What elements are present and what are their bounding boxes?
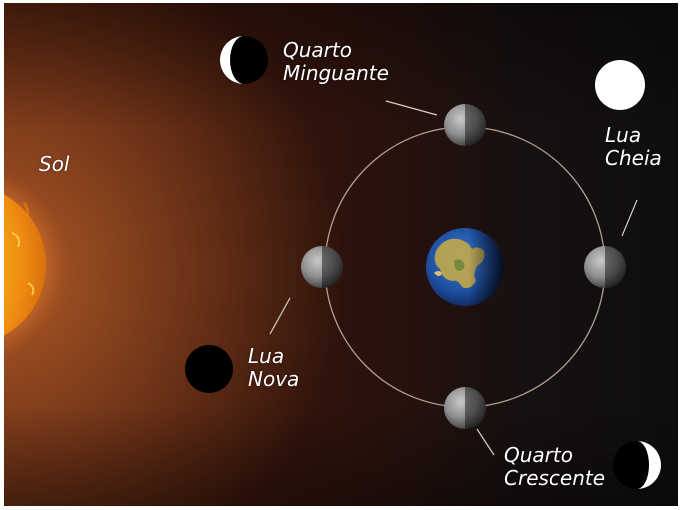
full-label-line2: Cheia (605, 146, 662, 170)
full-label-line1: Lua (605, 123, 642, 147)
waxing-quarter-icon (613, 441, 661, 489)
earth-icon (426, 228, 504, 306)
new-label-line1: Lua (248, 344, 285, 368)
waning-quarter-icon (220, 36, 268, 84)
full-moon-label: Lua Cheia (605, 124, 662, 170)
diagram-graphics (4, 36, 661, 489)
connector-waxing (476, 428, 495, 456)
new-label-line2: Nova (248, 367, 300, 391)
new-moon-icon (185, 345, 233, 393)
waning-quarter-label: Quarto Minguante (283, 39, 389, 85)
sun-label-text: Sol (39, 152, 70, 176)
connector-full (621, 199, 638, 237)
sun-label: Sol (39, 153, 70, 176)
moon-icon (584, 246, 626, 288)
connector-waning (385, 100, 438, 116)
moon-icon (444, 104, 486, 146)
full-moon-icon (595, 60, 645, 110)
waxing-label-line2: Crescente (504, 466, 606, 490)
connector-new (269, 297, 291, 335)
waxing-label-line1: Quarto (504, 443, 573, 467)
new-moon-label: Lua Nova (248, 345, 299, 391)
waning-label-line1: Quarto (283, 38, 352, 62)
moon-icon (301, 246, 343, 288)
waxing-quarter-label: Quarto Crescente (504, 444, 605, 490)
waning-label-line2: Minguante (283, 61, 389, 85)
moon-icon (444, 387, 486, 429)
sun-icon (4, 172, 66, 358)
moon-phases-diagram: Sol Quarto Minguante Lua Cheia Lua Nova … (4, 3, 678, 506)
